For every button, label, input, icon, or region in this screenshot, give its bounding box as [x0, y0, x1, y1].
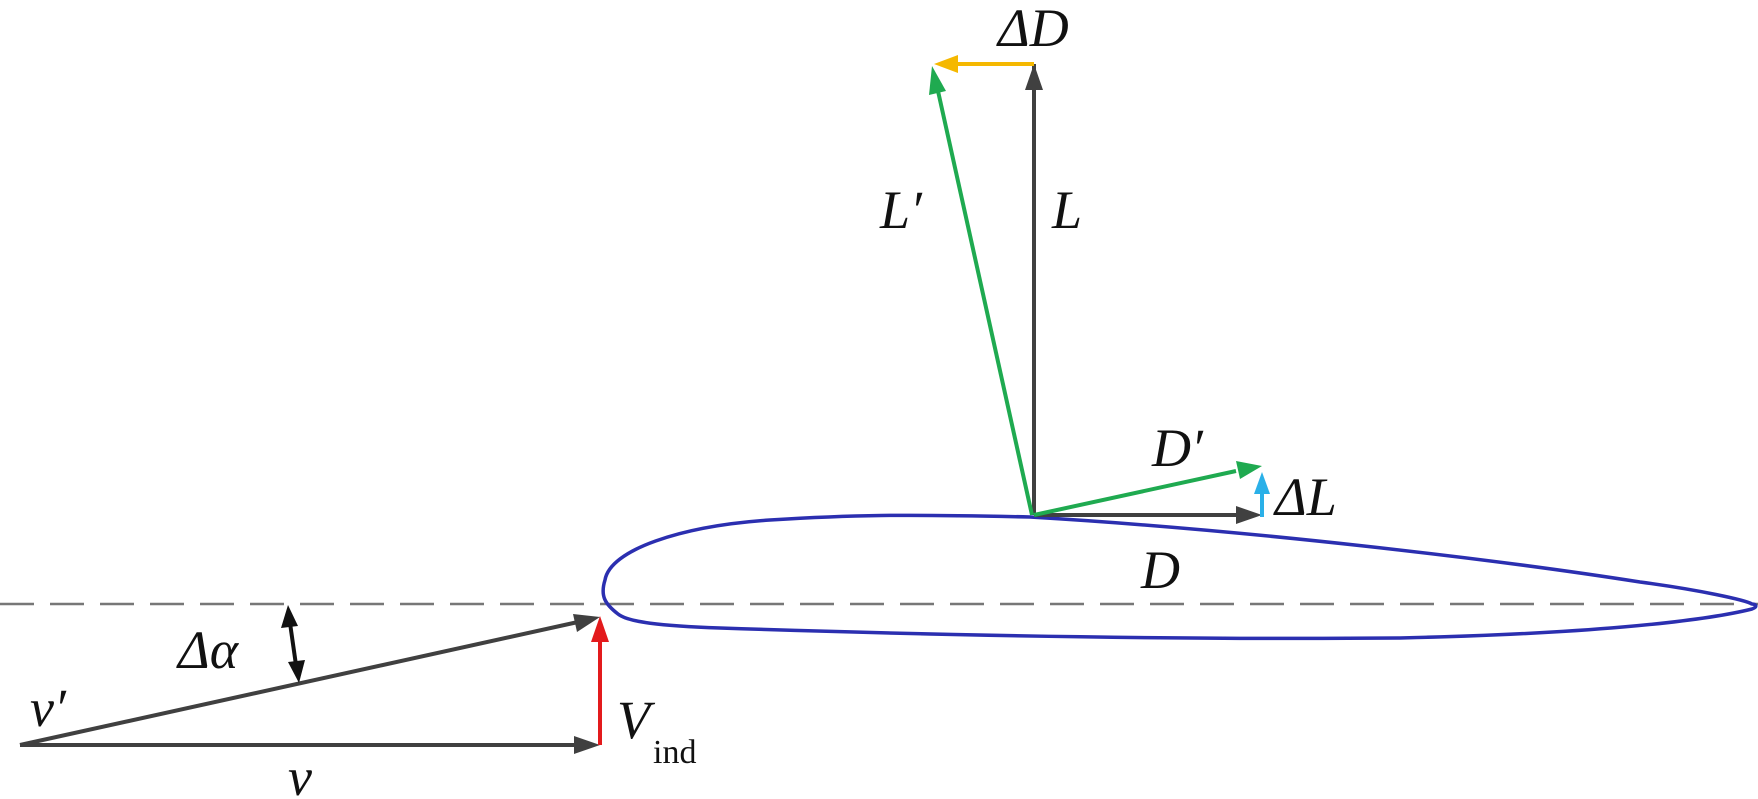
label-delta-d: ΔD: [996, 0, 1069, 58]
lift-vector-l-prime-arrowhead: [929, 66, 946, 95]
label-v-ind-subscript: ind: [653, 734, 696, 771]
induced-velocity-arrowhead: [591, 616, 609, 642]
drag-vector-d-arrowhead: [1236, 506, 1262, 524]
label-v-ind: V: [617, 690, 656, 750]
drag-vector-d-prime: [1033, 469, 1237, 517]
lift-vector-l-prime: [934, 81, 1034, 516]
velocity-v-prime: [19, 620, 579, 747]
delta-l-arrowhead: [1254, 472, 1270, 494]
label-delta-l: ΔL: [1273, 467, 1337, 527]
label-l: L: [1051, 180, 1082, 240]
label-d-prime: D′: [1151, 418, 1204, 478]
velocity-v-prime-arrowhead: [573, 614, 600, 632]
delta-d-arrowhead: [934, 55, 958, 73]
lift-vector-l-arrowhead: [1025, 64, 1043, 90]
label-delta-alpha: Δα: [176, 620, 240, 680]
label-l-prime: L′: [879, 180, 923, 240]
drag-vector-d-prime-arrowhead: [1236, 461, 1262, 479]
airfoil-outline: [601, 513, 1758, 641]
label-v: v: [288, 747, 312, 799]
angle-marker-arrow-up: [281, 605, 298, 628]
label-v-prime: v′: [30, 678, 67, 738]
angle-marker-line: [288, 622, 298, 666]
angle-marker-arrow-down: [288, 660, 305, 683]
label-d: D: [1140, 540, 1180, 600]
velocity-v-arrowhead: [574, 736, 600, 754]
